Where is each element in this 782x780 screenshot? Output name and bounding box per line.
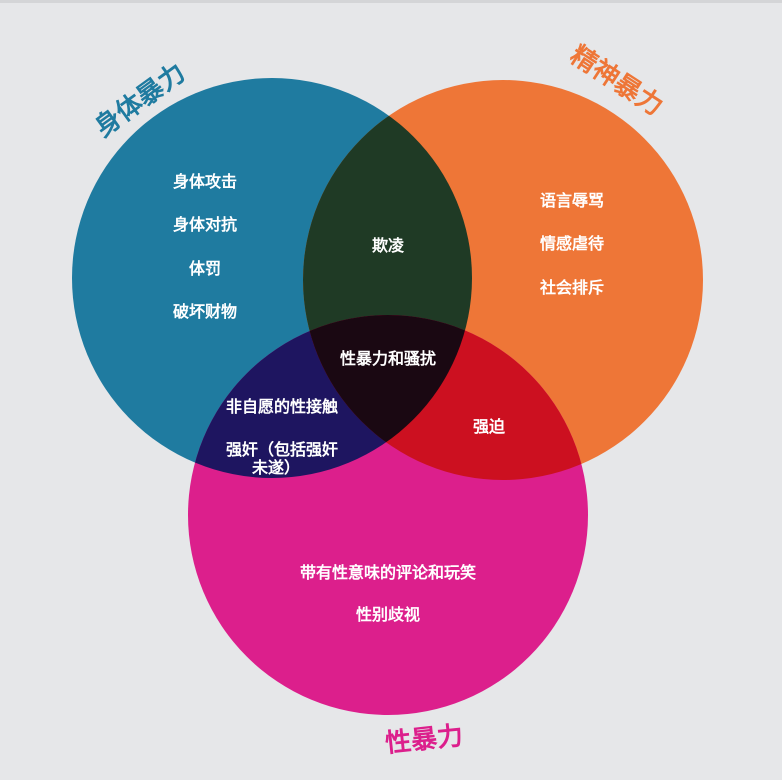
label-physical-fight: 身体对抗 xyxy=(173,215,237,234)
label-rape: 强奸（包括强奸 xyxy=(226,440,338,459)
label-rape-attempt: 未遂） xyxy=(251,458,300,477)
label-gender-discrimination: 性别歧视 xyxy=(356,605,420,624)
physical-sexual-overlap xyxy=(188,315,472,478)
label-property-damage: 破坏财物 xyxy=(173,302,237,321)
label-verbal-abuse: 语言辱骂 xyxy=(540,191,604,210)
label-emotional-abuse: 情感虐待 xyxy=(540,234,604,253)
emotional-sexual-overlap xyxy=(303,315,588,480)
label-sexual-comments-jokes: 带有性意味的评论和玩笑 xyxy=(300,563,476,582)
label-bullying: 欺凌 xyxy=(372,236,405,255)
title-sexual-violence: 性暴力 xyxy=(384,721,465,759)
label-social-exclusion: 社会排斥 xyxy=(539,278,604,297)
label-coercion: 强迫 xyxy=(473,417,506,436)
label-corporal-punishment: 体罚 xyxy=(189,259,221,278)
label-unwanted-sexual-contact: 非自愿的性接触 xyxy=(226,397,338,416)
label-physical-attack: 身体攻击 xyxy=(173,172,237,191)
label-sexual-violence-harassment: 性暴力和骚扰 xyxy=(340,349,436,368)
